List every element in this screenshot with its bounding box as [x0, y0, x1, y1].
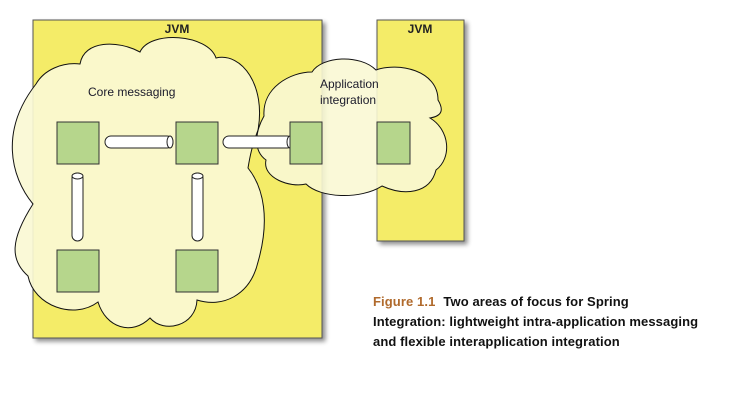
caption-line1: Two areas of focus for Spring: [443, 294, 629, 309]
application-integration-label-line1: Application: [320, 77, 379, 91]
figure-number: Figure 1.1: [373, 294, 436, 309]
core-messaging-cloud: [11, 37, 265, 329]
endpoint-node: [56, 121, 100, 165]
channel-pipe: [71, 172, 84, 242]
channel-pipe: [191, 172, 204, 242]
jvm-label-right: JVM: [408, 22, 433, 36]
caption-line2: Integration: lightweight intra-applicati…: [373, 314, 699, 329]
channel-pipe: [222, 135, 294, 149]
application-integration-label-line2: integration: [320, 93, 376, 107]
core-messaging-label: Core messaging: [88, 85, 175, 99]
jvm-label-left: JVM: [165, 22, 190, 36]
endpoint-node: [289, 121, 323, 165]
endpoint-node: [175, 249, 219, 293]
endpoint-node: [56, 249, 100, 293]
endpoint-node: [376, 121, 411, 165]
channel-pipe: [104, 135, 174, 149]
endpoint-node: [175, 121, 219, 165]
caption-line3: and flexible interapplication integratio…: [373, 334, 620, 349]
